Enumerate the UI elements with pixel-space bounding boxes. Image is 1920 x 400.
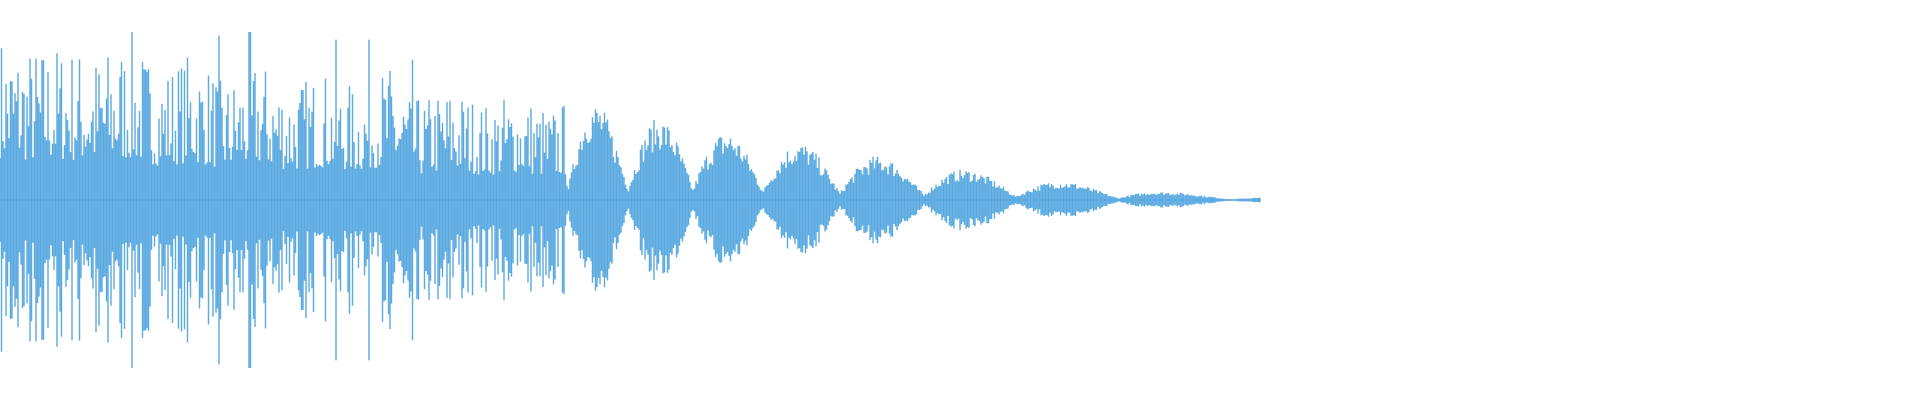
waveform-lines xyxy=(0,32,1261,368)
